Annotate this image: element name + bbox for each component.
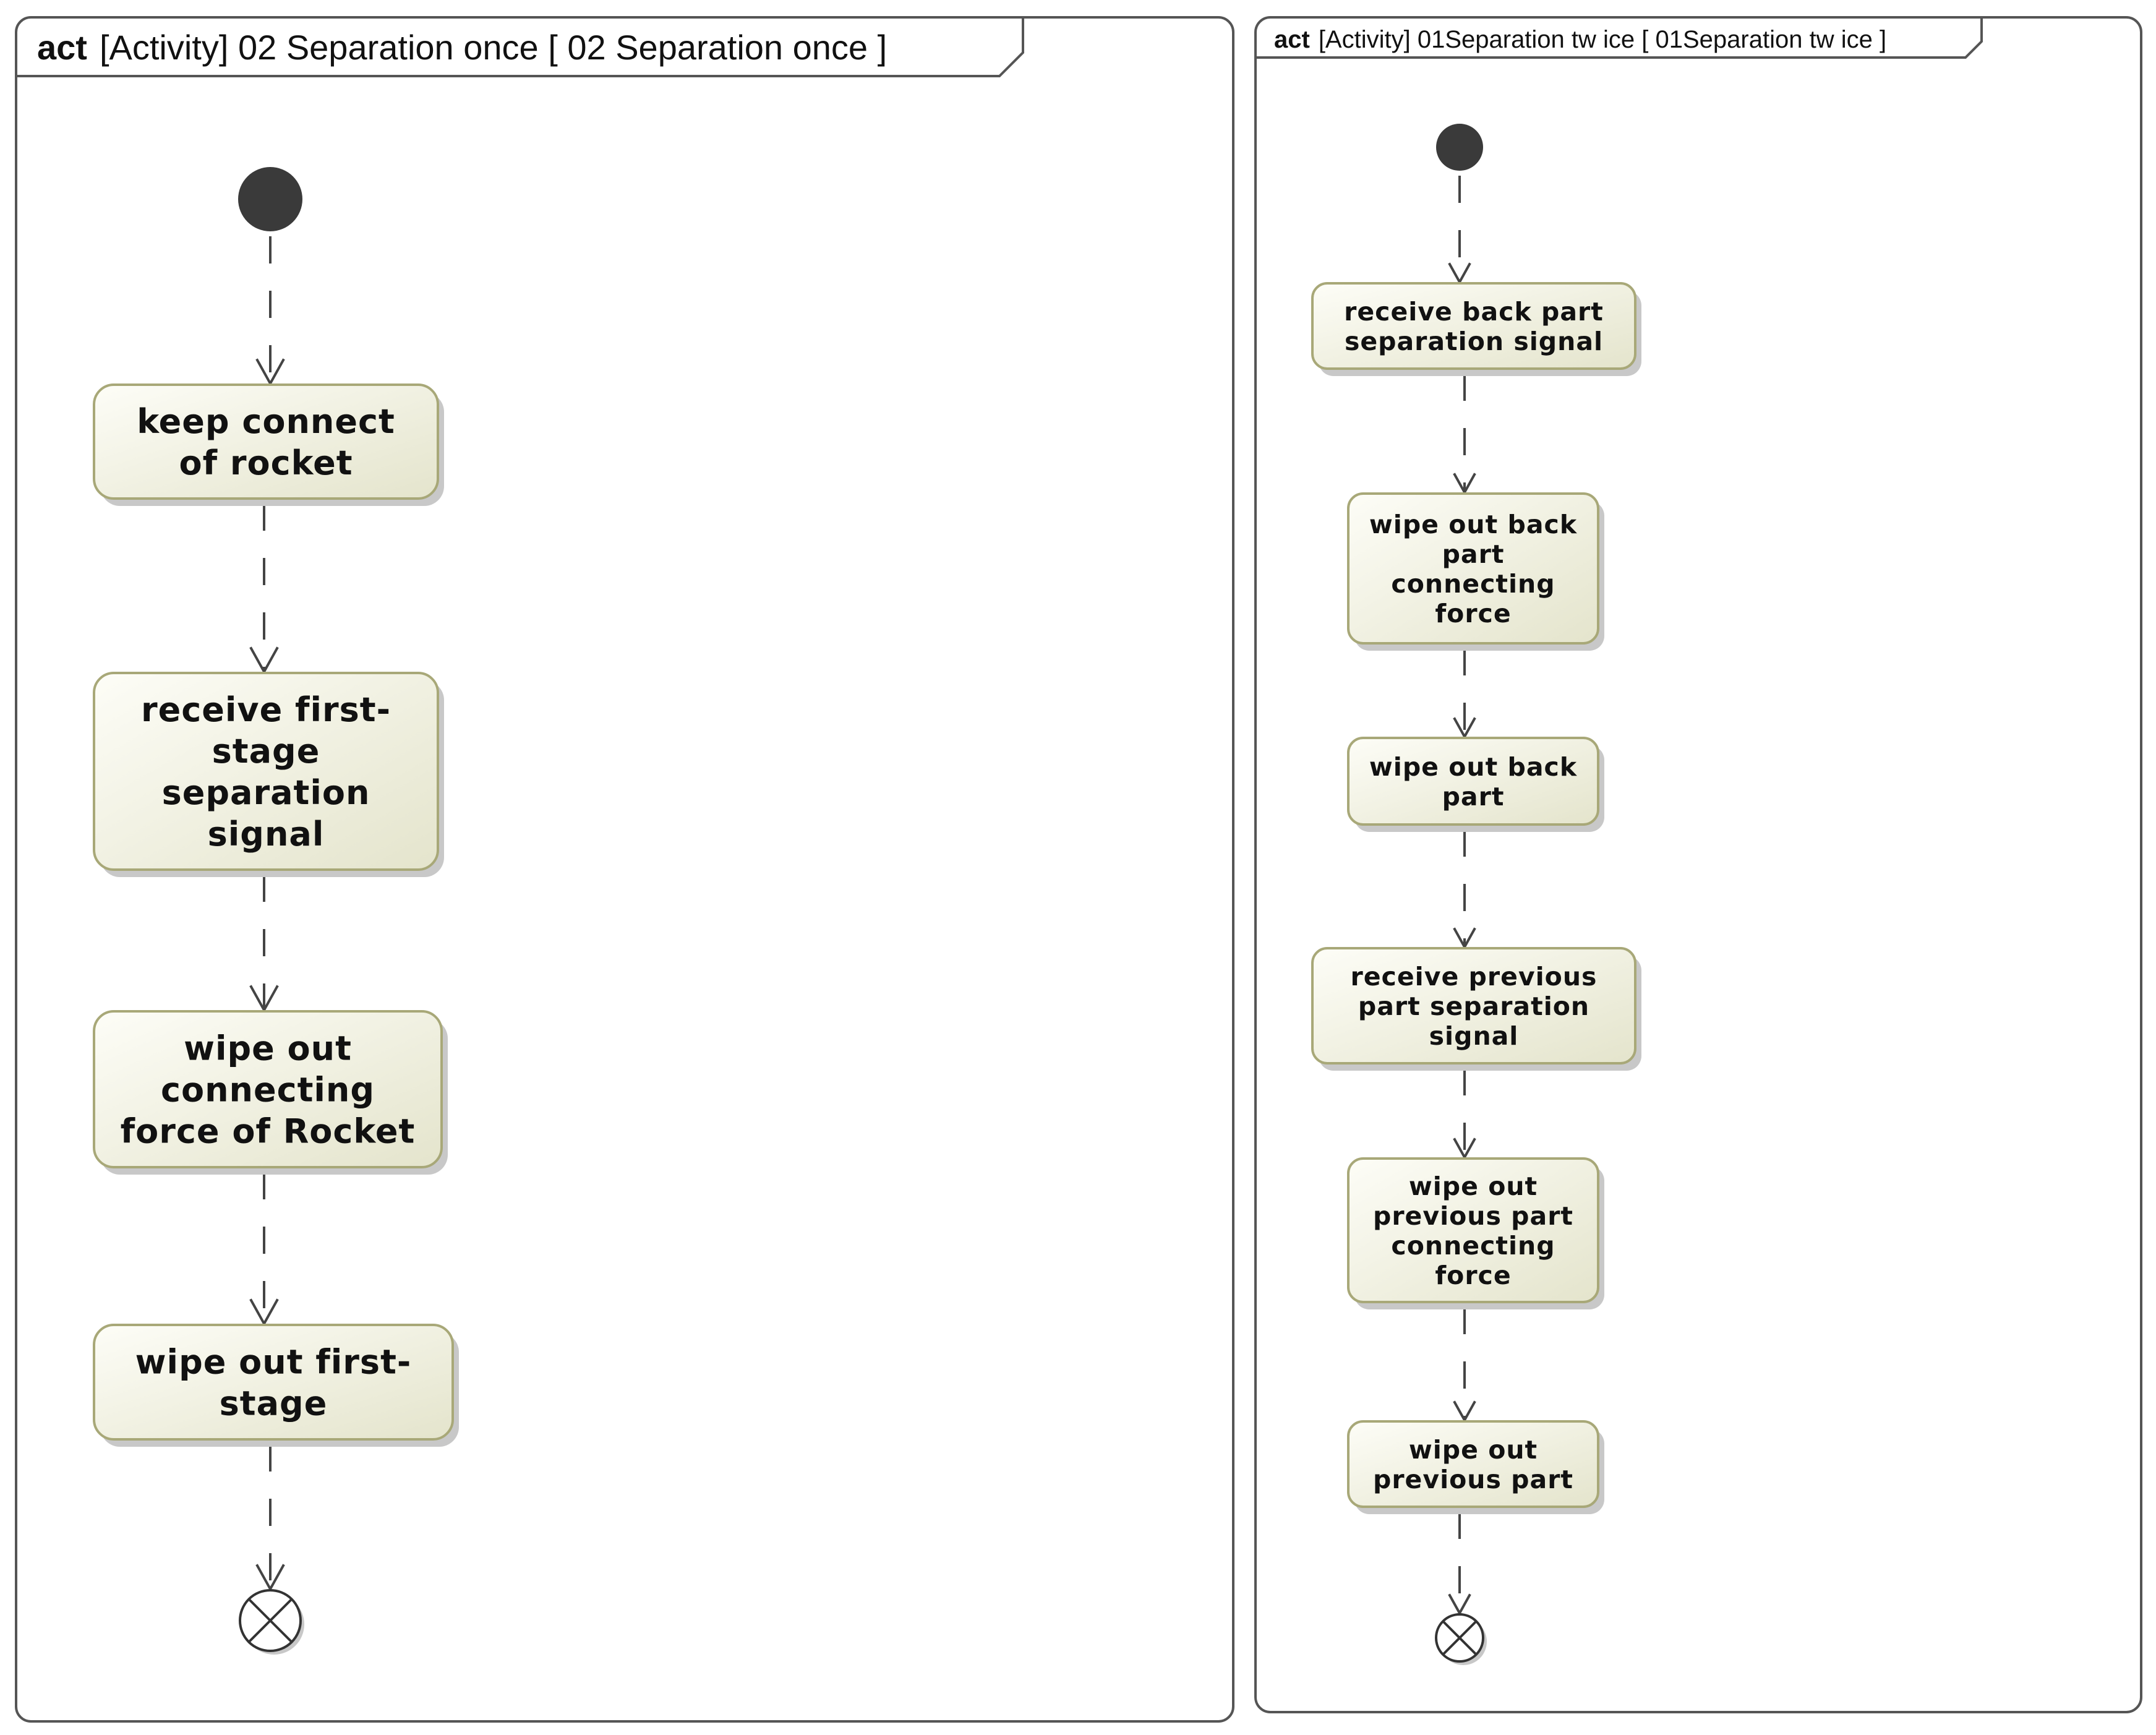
action-node-box [1311,282,1636,370]
action-node-label-line: wipe out [1409,1435,1538,1465]
action-node-label-line: part [1442,782,1505,812]
action-node[interactable]: wipe out first-stage [93,1324,459,1447]
action-node-box [1347,1157,1599,1303]
action-node-label-line: force of Rocket [121,1112,416,1150]
action-node-label-line: connecting [161,1070,375,1109]
frame-title: act [Activity] 02 Separation once [ 02 Se… [37,28,887,67]
frame-keyword: act [37,28,87,67]
action-node-box [93,1010,443,1168]
action-node-label-line: of rocket [179,443,353,482]
action-node-label-line: force [1435,599,1511,628]
action-node-label-line: separation [162,773,370,812]
action-node-label-line: connecting [1391,569,1555,599]
action-node-box [93,383,439,500]
activity-frame-separation-twice: act [Activity] 01Separation tw ice [ 01Se… [1254,16,2142,1713]
action-node-label-line: signal [1429,1021,1519,1051]
initial-node-icon [238,167,302,231]
action-node-label-line: stage [212,732,320,771]
action-node-label-line: wipe out back [1369,752,1578,782]
frame-title: act [Activity] 01Separation tw ice [ 01Se… [1274,26,1886,53]
action-node-label-line: previous part [1373,1201,1573,1231]
action-node-label-line: wipe out first- [135,1342,412,1381]
action-node-label-line: connecting [1391,1231,1555,1261]
action-node-label-line: receive first- [141,690,391,729]
action-node-label-line: part [1442,539,1505,569]
action-node-box [1347,492,1599,645]
action-node-label-line: receive back part [1344,297,1604,327]
frame-keyword: act [1274,26,1310,53]
flow-final-node-icon [1435,1613,1487,1665]
action-node-label-line: wipe out [184,1029,352,1068]
action-node-label-line: wipe out [1409,1172,1538,1201]
initial-node-icon [1436,124,1483,171]
frame-name-tab [1256,17,1983,59]
action-node-box [1347,1420,1599,1508]
flow-final-node-icon [239,1589,304,1655]
action-node-label-line: keep connect [137,402,395,441]
frame-title-text: [Activity] 02 Separation once [ 02 Separ… [100,28,887,67]
action-node-label-line: wipe out back [1369,510,1578,539]
action-node-label-line: stage [220,1384,328,1423]
action-node-box [1347,737,1599,826]
action-node-box [1311,947,1636,1065]
action-node-box [93,672,439,871]
action-node-label-line: separation signal [1345,327,1603,356]
action-node-box [93,1324,454,1441]
frame-title-text: [Activity] 01Separation tw ice [ 01Separ… [1319,26,1886,53]
frame-name-tab [16,17,1024,77]
action-node-label-line: force [1435,1261,1511,1290]
activity-frame-separation-once: act [Activity] 02 Separation once [ 02 Se… [15,16,1234,1723]
action-node-label-line: previous part [1373,1465,1573,1494]
action-node-label-line: signal [208,815,325,854]
action-node-label-line: receive previous [1351,962,1598,992]
action-node-label-line: part separation [1358,992,1589,1021]
